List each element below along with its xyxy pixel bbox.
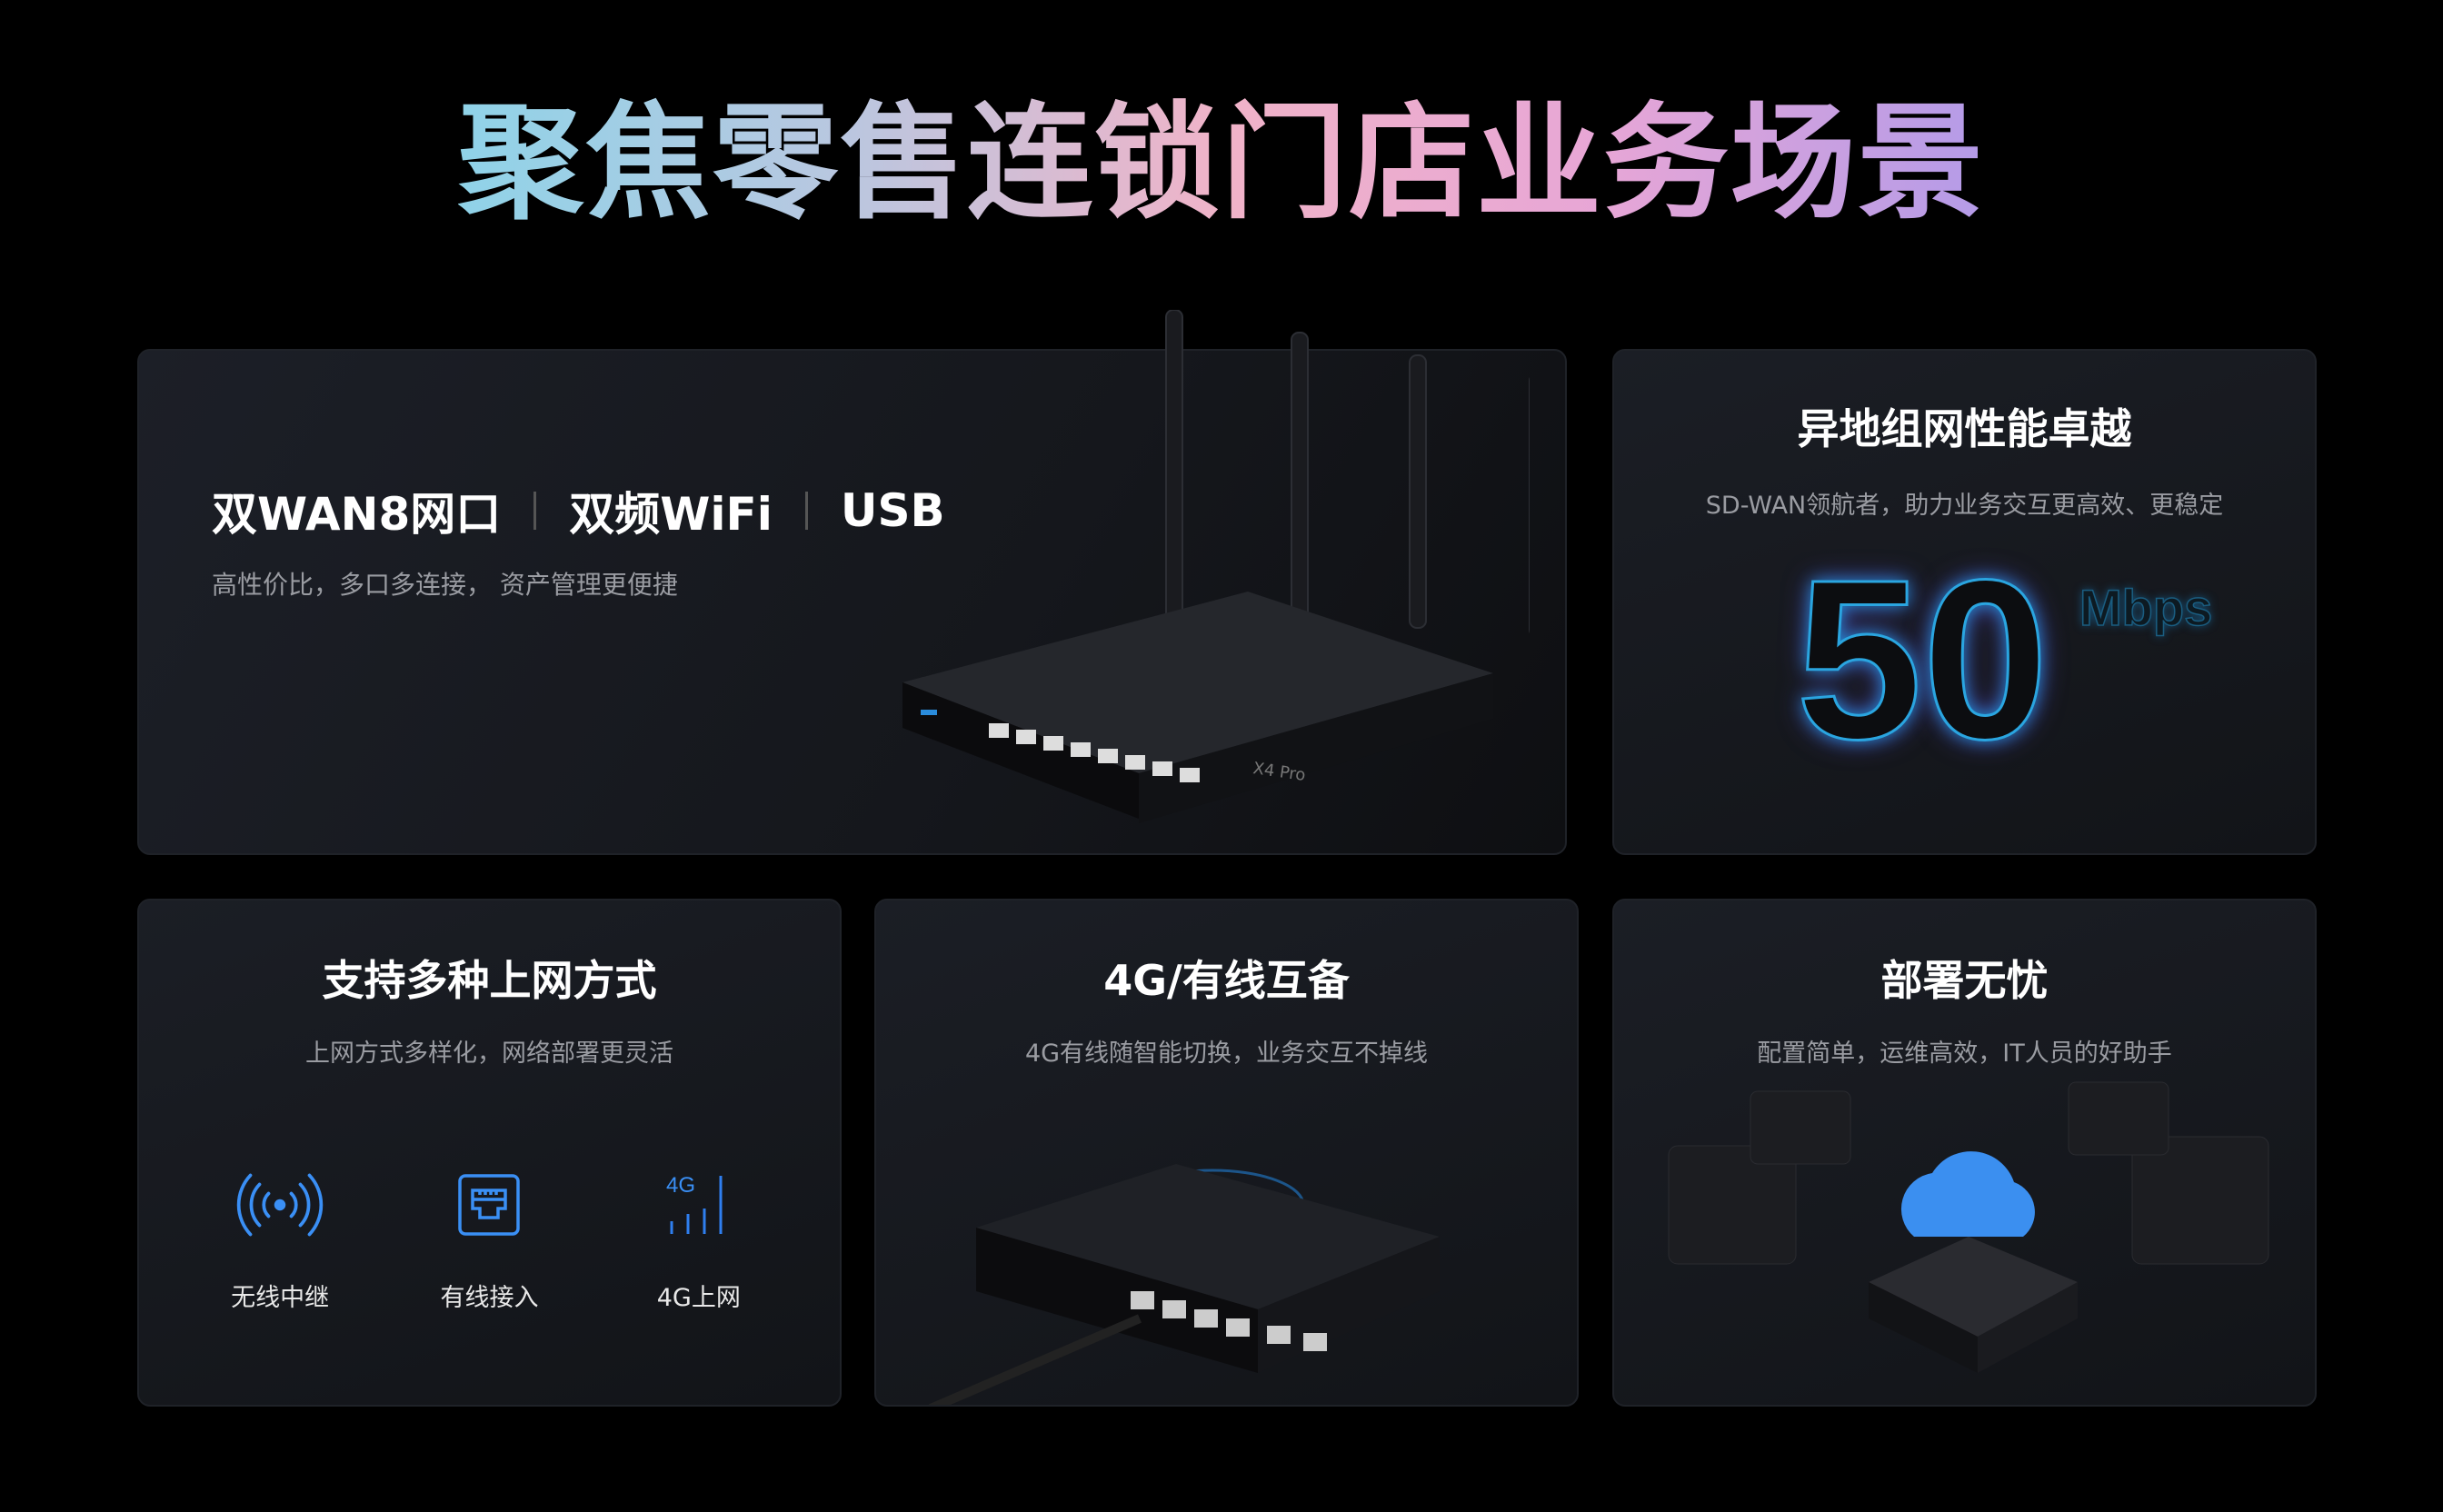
speed-unit: Mbps bbox=[2079, 578, 2213, 637]
router-image: X4 Pro bbox=[902, 310, 1530, 823]
access-item-label: 有线接入 bbox=[440, 1284, 539, 1312]
sdwan-subtitle: SD-WAN领航者，助力业务交互更高效、更稳定 bbox=[1705, 492, 2224, 520]
speed-value: 50 bbox=[1794, 532, 2049, 786]
access-item-wired: 有线接入 bbox=[398, 1169, 580, 1313]
feature-wan-ports: 双WAN8网口 bbox=[212, 488, 502, 541]
backup-subtitle: 4G有线随智能切换，业务交互不掉线 bbox=[1024, 1040, 1429, 1068]
feature-dual-band-wifi: 双频WiFi bbox=[569, 488, 773, 541]
access-item-wireless: 无线中继 bbox=[189, 1169, 371, 1313]
access-subtitle: 上网方式多样化，网络部署更灵活 bbox=[305, 1040, 673, 1068]
sdwan-card: 异地组网性能卓越 SD-WAN领航者，助力业务交互更高效、更稳定 50 Mbps bbox=[1612, 349, 2317, 855]
backup-card: 4G/有线互备 4G有线随智能切换，业务交互不掉线 bbox=[874, 899, 1579, 1407]
feature-usb: USB bbox=[840, 484, 945, 537]
cloud-deploy-image bbox=[1668, 1081, 2269, 1373]
divider bbox=[533, 492, 537, 530]
hero-feature-card: 双WAN8网口 双频WiFi USB 高性价比，多口多连接， 资产管理更便捷 X… bbox=[137, 310, 1567, 855]
access-item-label: 4G上网 bbox=[656, 1284, 741, 1312]
divider bbox=[804, 492, 808, 530]
access-methods-card: 支持多种上网方式 上网方式多样化，网络部署更灵活 无线中继 有线接入 4G 4G… bbox=[137, 899, 842, 1407]
router-backup-image bbox=[929, 1164, 1440, 1405]
hero-subtitle: 高性价比，多口多连接， 资产管理更便捷 bbox=[212, 570, 678, 600]
deploy-card: 部署无忧 配置简单，运维高效，IT人员的好助手 bbox=[1612, 899, 2317, 1407]
svg-text:4G: 4G bbox=[666, 1173, 695, 1198]
access-title: 支持多种上网方式 bbox=[322, 956, 657, 1005]
access-item-4g: 4G 4G上网 bbox=[608, 1169, 790, 1313]
4g-signal-icon: 4G bbox=[666, 1173, 723, 1234]
page-title: 聚焦零售连锁门店业务场景 bbox=[457, 90, 1985, 236]
ethernet-port-icon bbox=[458, 1174, 521, 1236]
access-item-label: 无线中继 bbox=[231, 1284, 330, 1312]
wireless-signal-icon bbox=[237, 1173, 324, 1237]
feature-list: 双WAN8网口 双频WiFi USB bbox=[212, 478, 945, 543]
backup-title: 4G/有线互备 bbox=[1103, 956, 1350, 1005]
sdwan-title: 异地组网性能卓越 bbox=[1797, 404, 2132, 453]
deploy-subtitle: 配置简单，运维高效，IT人员的好助手 bbox=[1757, 1040, 2172, 1068]
deploy-title: 部署无忧 bbox=[1880, 956, 2049, 1005]
